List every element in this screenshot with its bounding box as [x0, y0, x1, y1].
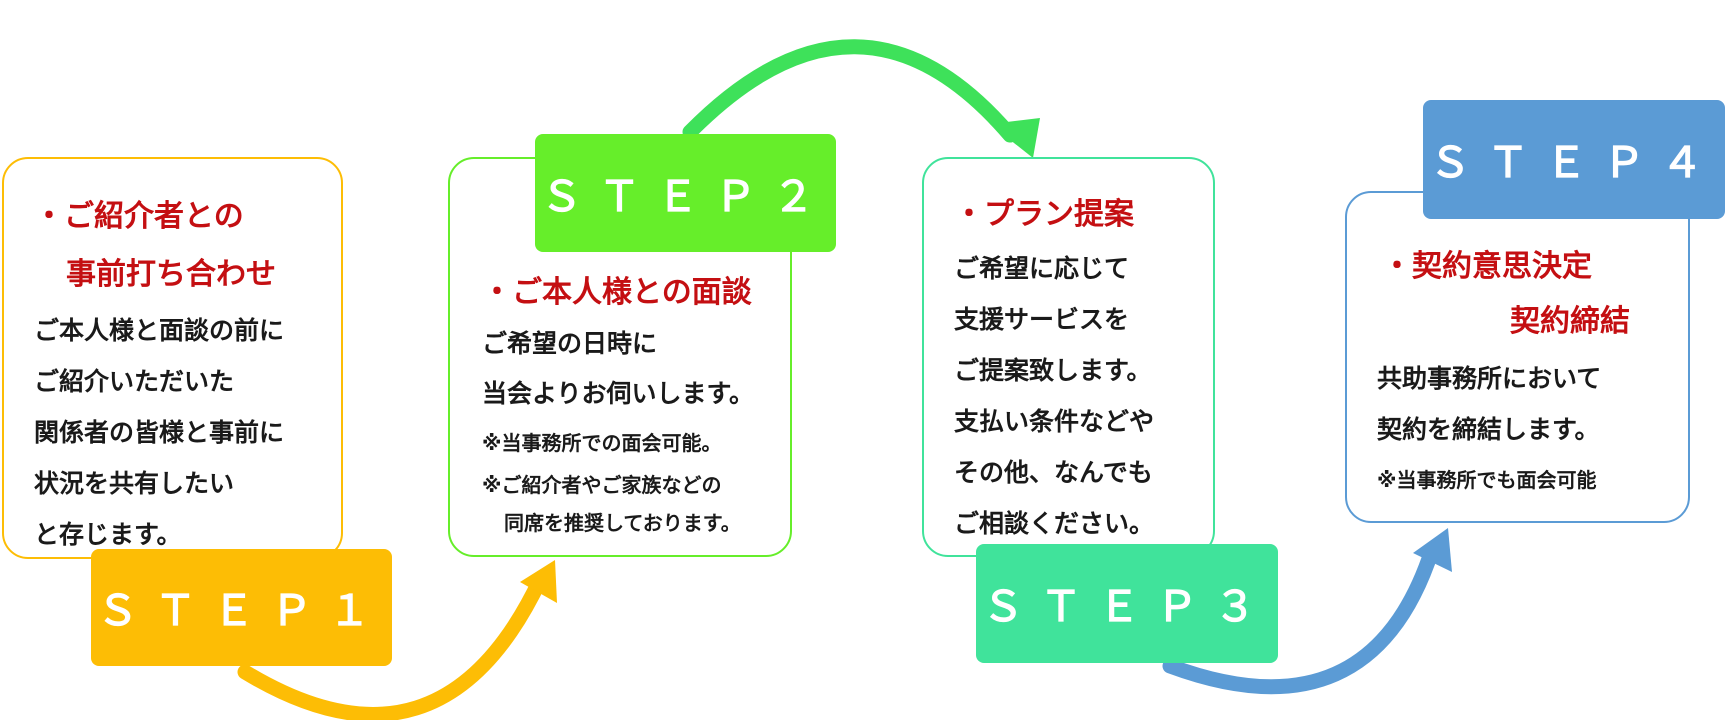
- step4-heading-line2: 契約締結: [1510, 304, 1630, 339]
- step2-note-line2: ※ご紹介者やご家族などの: [482, 473, 722, 497]
- step3-heading: ・プラン提案: [954, 197, 1134, 232]
- step2-note-line1: ※当事務所での面会可能。: [482, 431, 722, 455]
- step1-heading-line1: ・ご紹介者との: [34, 199, 244, 234]
- arrow-step3-to-step4: [1162, 528, 1452, 695]
- step3-card: ・プラン提案 ご希望に応じて 支援サービスを ご提案致します。 支払い条件などや…: [922, 157, 1215, 557]
- step4-body-line2: 契約を締結します。: [1377, 415, 1600, 444]
- step1-body-line2: ご紹介いただいた: [34, 367, 235, 396]
- step3-label: ＳＴＥＰ３: [976, 544, 1278, 663]
- step1-body-line5: と存じます。: [34, 520, 182, 549]
- step3-body-line1: ご希望に応じて: [954, 254, 1130, 283]
- step1-label: ＳＴＥＰ１: [91, 549, 392, 666]
- step4-label: ＳＴＥＰ４: [1423, 100, 1725, 219]
- step3-body-line5: その他、なんでも: [954, 458, 1153, 487]
- step4-heading-line1: ・契約意思決定: [1382, 249, 1592, 284]
- step1-body-line1: ご本人様と面談の前に: [34, 316, 285, 345]
- step2-heading: ・ご本人様との面談: [482, 275, 752, 310]
- step2-body-line2: 当会よりお伺いします。: [482, 379, 755, 408]
- step1-card: ・ご紹介者との 事前打ち合わせ ご本人様と面談の前に ご紹介いただいた 関係者の…: [2, 157, 343, 559]
- step2-note-line3: 同席を推奨しております。: [504, 511, 741, 535]
- step3-body-line2: 支援サービスを: [954, 305, 1130, 334]
- step4-note-line1: ※当事務所でも面会可能: [1377, 468, 1597, 492]
- step4-card: ・契約意思決定 契約締結 共助事務所において 契約を締結します。 ※当事務所でも…: [1345, 191, 1690, 523]
- step1-body-line3: 関係者の皆様と事前に: [34, 418, 285, 447]
- step1-body-line4: 状況を共有したい: [34, 469, 235, 498]
- step4-body-line1: 共助事務所において: [1377, 364, 1602, 393]
- step2-label: ＳＴＥＰ２: [535, 134, 836, 252]
- step3-body-line3: ご提案致します。: [954, 356, 1152, 385]
- step3-body-line4: 支払い条件などや: [954, 407, 1155, 436]
- step2-body-line1: ご希望の日時に: [482, 329, 658, 358]
- arrow-step2-to-step3: [682, 39, 1040, 158]
- arrow-step1-to-step2: [237, 560, 557, 720]
- step3-body-line6: ご相談ください。: [954, 509, 1155, 538]
- step1-heading-line2: 事前打ち合わせ: [66, 257, 276, 292]
